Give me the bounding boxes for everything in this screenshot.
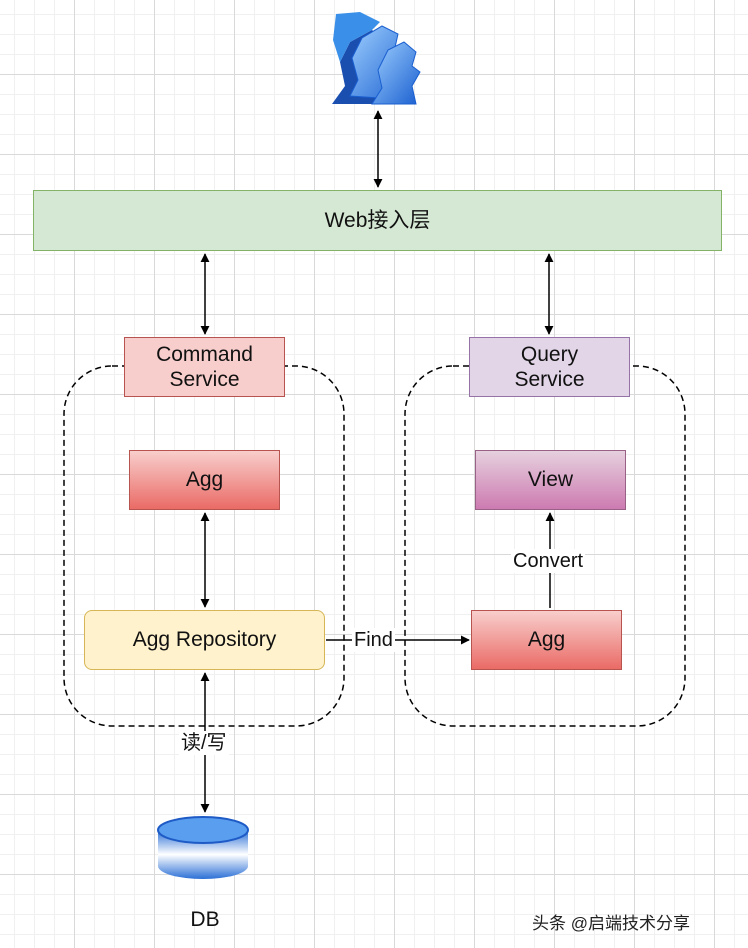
database-icon: [157, 816, 249, 879]
query-group-container: [404, 365, 686, 727]
command-service[interactable]: Command Service: [124, 337, 285, 397]
view-node[interactable]: View: [475, 450, 626, 510]
users-icon: [332, 12, 421, 105]
watermark-text: 头条 @启端技术分享: [532, 914, 690, 933]
web-access-layer[interactable]: Web接入层: [33, 190, 722, 251]
command-service-label: Command Service: [156, 342, 253, 391]
command-agg-node[interactable]: Agg: [129, 450, 280, 510]
find-edge-label: Find: [352, 628, 395, 652]
query-agg-node[interactable]: Agg: [471, 610, 622, 670]
command-group-container: [63, 365, 345, 727]
agg-repository-node[interactable]: Agg Repository: [84, 610, 325, 670]
query-service[interactable]: Query Service: [469, 337, 630, 397]
query-service-label: Query Service: [514, 342, 585, 391]
convert-edge-label: Convert: [511, 549, 586, 573]
db-label: DB: [190, 908, 220, 931]
read-write-edge-label: 读/写: [179, 731, 229, 755]
